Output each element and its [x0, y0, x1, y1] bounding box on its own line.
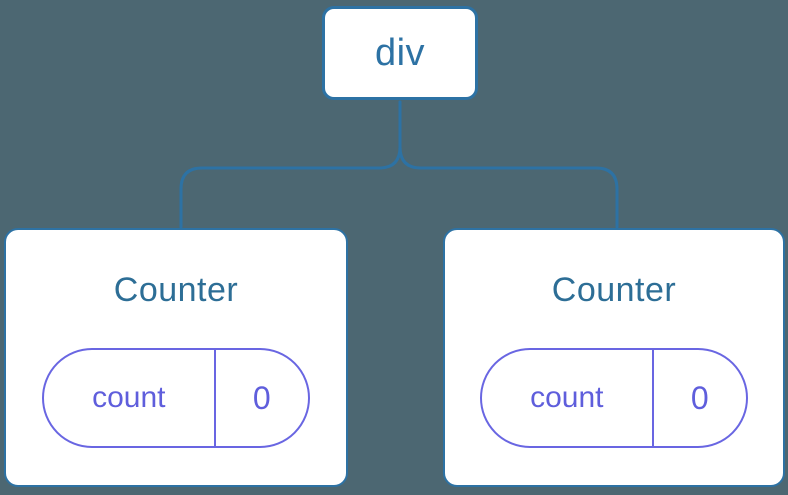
counter-card-left: Counter count 0: [4, 228, 348, 487]
connector-left: [179, 100, 402, 229]
state-value-cell: 0: [654, 350, 746, 446]
counter-title: Counter: [113, 271, 239, 309]
state-pill: count 0: [42, 348, 310, 448]
connector-right: [398, 100, 619, 229]
state-value-cell: 0: [216, 350, 308, 446]
state-key-label: count: [530, 381, 604, 414]
root-node-div: div: [322, 6, 478, 100]
state-key-cell: count: [44, 350, 216, 446]
counter-title: Counter: [551, 271, 677, 309]
state-key-cell: count: [482, 350, 654, 446]
state-value-label: 0: [690, 379, 709, 416]
state-key-label: count: [92, 381, 166, 414]
state-value-label: 0: [252, 379, 271, 416]
root-node-label: div: [374, 31, 426, 74]
state-pill: count 0: [480, 348, 748, 448]
counter-card-right: Counter count 0: [443, 228, 785, 487]
